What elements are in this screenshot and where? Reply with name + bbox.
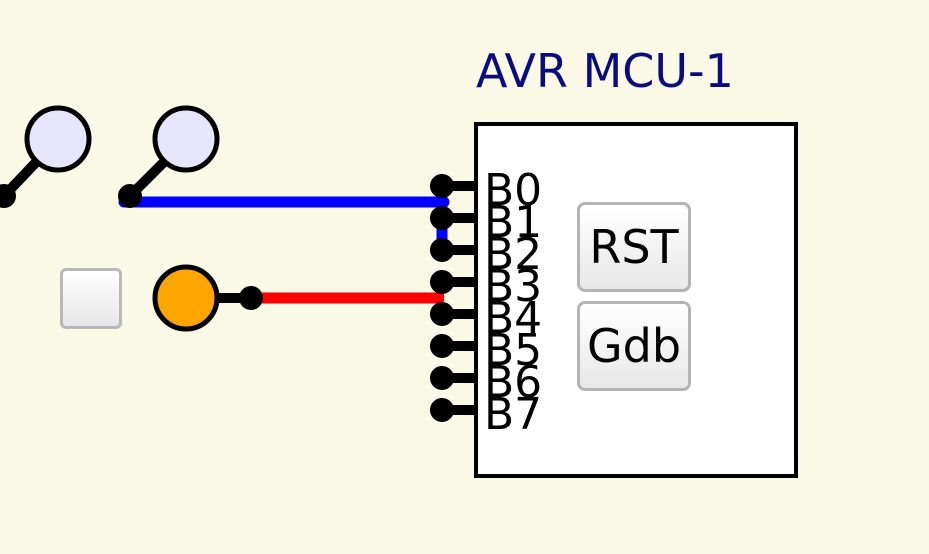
pin-terminal-b0[interactable]	[430, 174, 454, 198]
pin-label-b3: B3	[484, 261, 543, 312]
pin-terminal-b7[interactable]	[430, 398, 454, 422]
pin-label-b2: B2	[484, 229, 543, 280]
pin-terminal-b4[interactable]	[430, 302, 454, 326]
debug-button[interactable]: Gdb	[577, 301, 691, 391]
mcu-pins	[430, 174, 476, 422]
led-bulb	[152, 264, 220, 332]
switch-1-knob[interactable]	[24, 105, 92, 173]
pin-terminal-b1[interactable]	[430, 206, 454, 230]
reset-button[interactable]: RST	[577, 202, 691, 292]
pin-label-b6: B6	[484, 357, 543, 408]
pin-label-b7: B7	[484, 389, 543, 440]
switch-2-terminal	[118, 184, 142, 208]
pin-label-b0: B0	[484, 165, 543, 216]
switch-1-terminal	[0, 184, 16, 208]
pin-terminal-b6[interactable]	[430, 366, 454, 390]
pin-terminal-b5[interactable]	[430, 334, 454, 358]
pin-terminal-b2[interactable]	[430, 238, 454, 262]
pin-label-b4: B4	[484, 293, 543, 344]
pin-label-b1: B1	[484, 197, 543, 248]
mcu-title: AVR MCU-1	[476, 44, 734, 98]
switch-2[interactable]	[118, 105, 220, 208]
pin-terminal-b3[interactable]	[430, 270, 454, 294]
push-button[interactable]	[60, 268, 122, 329]
switch-1[interactable]	[0, 105, 92, 208]
led	[152, 264, 263, 332]
mcu-body	[474, 122, 798, 478]
led-terminal	[239, 286, 263, 310]
switch-2-knob[interactable]	[152, 105, 220, 173]
wire-blue	[118, 180, 450, 249]
pin-label-b5: B5	[484, 325, 543, 376]
